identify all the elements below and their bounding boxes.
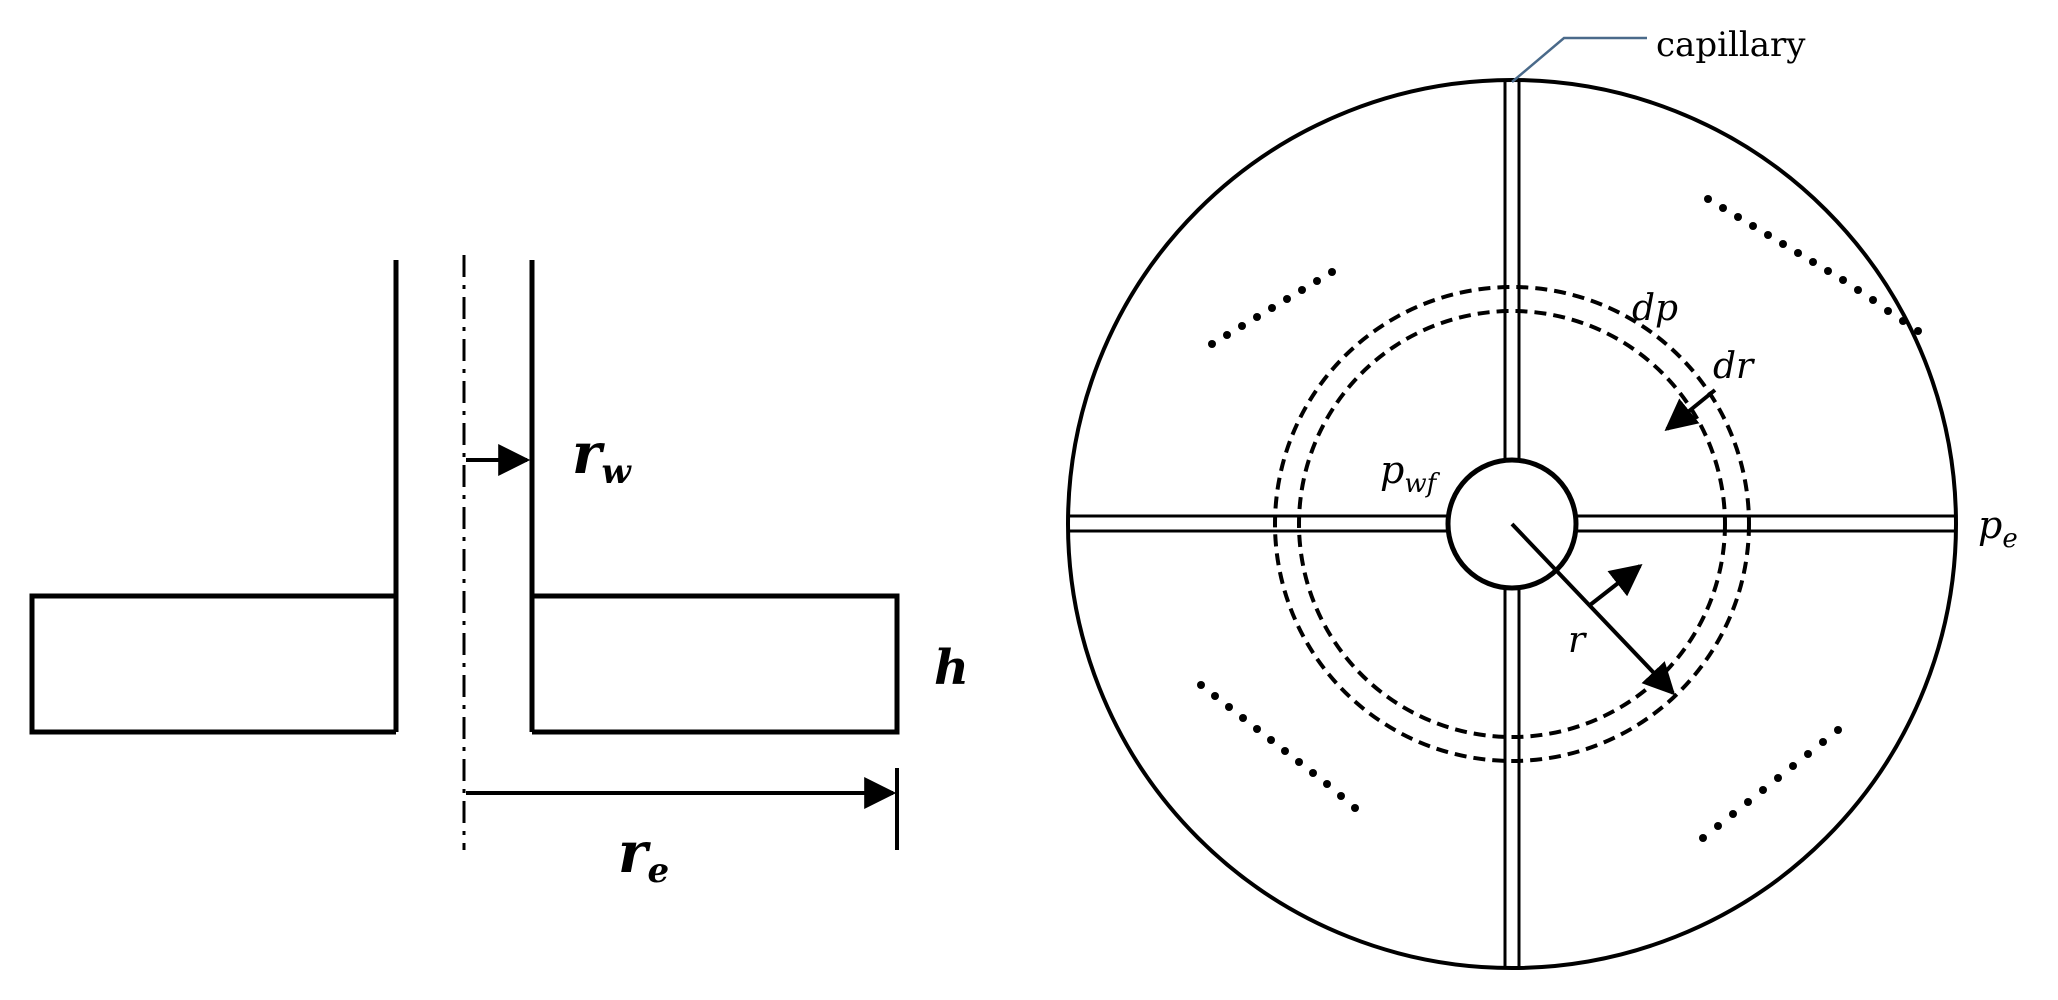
well-radius-label: rw — [572, 421, 633, 492]
capillary-label: capillary — [1656, 25, 1806, 65]
pwf-label: pwf — [1380, 448, 1441, 499]
well-section-diagram — [29, 255, 900, 850]
reservoir-right — [532, 593, 900, 735]
dots-lower-right — [1699, 726, 1842, 842]
pe-label: pe — [1978, 503, 2018, 554]
dots-upper-right — [1704, 195, 1922, 335]
dots-upper-left — [1208, 268, 1336, 348]
continuation-dots — [1197, 195, 1922, 842]
shell-inner-dashed — [1297, 309, 1727, 739]
dots-lower-left — [1197, 681, 1359, 812]
reservoir-left — [29, 593, 396, 735]
capillary-leader-line — [1511, 36, 1647, 83]
capillary-horizontal-left — [1070, 514, 1448, 533]
thickness-label: h — [934, 640, 969, 696]
dr-arrow-outer — [1664, 388, 1717, 432]
capillary-vertical-top — [1503, 82, 1521, 460]
plan-view-diagram — [1066, 36, 1958, 970]
capillary-horizontal-right — [1576, 514, 1954, 533]
dr-arrow-inner — [1588, 564, 1643, 607]
radius-label: r — [1568, 620, 1587, 661]
capillary-vertical-bottom — [1503, 588, 1521, 966]
outer-boundary-circle — [1066, 78, 1958, 970]
shell-outer-dashed — [1273, 285, 1751, 763]
outer-radius-label: re — [618, 820, 669, 891]
radius-arrow — [1510, 522, 1676, 696]
dr-label: dr — [1713, 346, 1755, 387]
dp-label: dp — [1632, 288, 1678, 329]
